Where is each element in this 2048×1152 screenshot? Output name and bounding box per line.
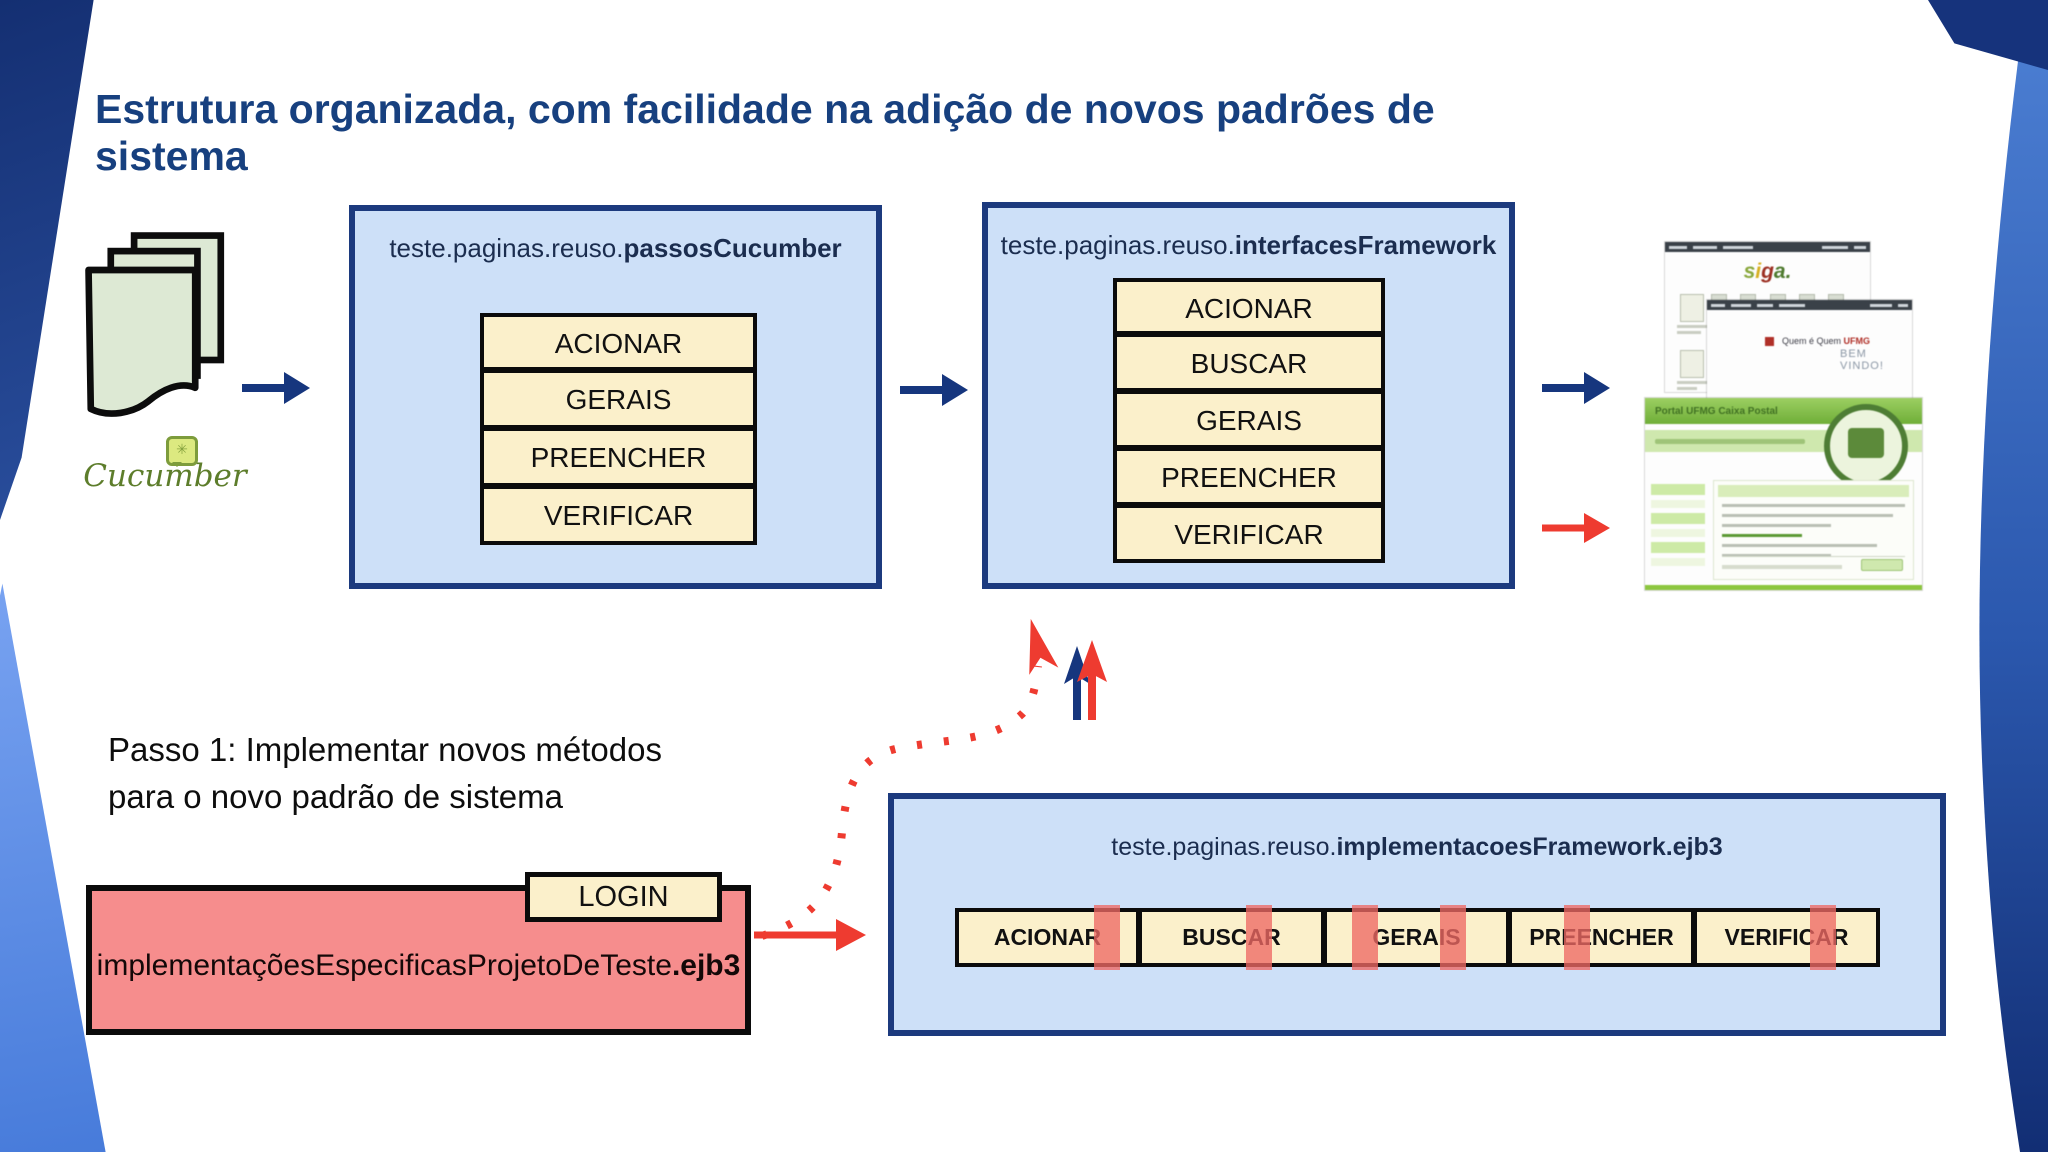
method-group-acionar: ACIONAR bbox=[1113, 278, 1385, 335]
arrow-cucumber-to-passos bbox=[242, 372, 310, 404]
ejb-label-bold: .ejb3 bbox=[671, 949, 741, 982]
package-box-passos-cucumber: teste.paginas.reuso.passosCucumber ACION… bbox=[349, 205, 882, 589]
portal-form-row bbox=[1722, 556, 1905, 571]
arrow-dotted-especificas-to-interfaces bbox=[760, 618, 1059, 940]
login-tab: LOGIN bbox=[525, 872, 722, 922]
method-group-preencher: PREENCHER bbox=[1113, 449, 1385, 506]
method-group-gerais: GERAIS bbox=[1113, 392, 1385, 449]
quem-e-quem-heading: Quem é Quem UFMG bbox=[1707, 310, 1912, 346]
sidebar-icons bbox=[1675, 294, 1709, 392]
new-method-stripe bbox=[1809, 905, 1836, 970]
method-group-buscar: BUSCAR bbox=[1113, 335, 1385, 392]
cucumber-logo-label: Cucumber bbox=[83, 458, 247, 494]
impl-cell-acionar: ACIONAR bbox=[955, 905, 1140, 970]
package-title-bold: passosCucumber bbox=[623, 233, 842, 263]
flag-icon bbox=[1765, 336, 1774, 346]
package-title-bold: interfacesFramework bbox=[1234, 230, 1497, 260]
method-group-stack: ACIONAR BUSCAR GERAIS PREENCHER VERIFICA… bbox=[1113, 278, 1385, 563]
portal-sidebar bbox=[1651, 484, 1705, 571]
new-method-stripe bbox=[1439, 905, 1466, 970]
package-box-implementacoes-framework: teste.paginas.reuso.implementacoesFramew… bbox=[888, 793, 1946, 1036]
method-group-verificar: VERIFICAR bbox=[480, 487, 757, 545]
cucumber-feature-files: ✳ Cucumber bbox=[78, 230, 247, 530]
portal-emblem-logo bbox=[1824, 404, 1908, 488]
arrows-impl-to-interfaces bbox=[1064, 640, 1107, 720]
passo-note-line2: para o novo padrão de sistema bbox=[108, 778, 563, 815]
method-group-acionar: ACIONAR bbox=[480, 313, 757, 371]
method-group-stack: ACIONAR GERAIS PREENCHER VERIFICAR bbox=[480, 313, 757, 545]
package-title: teste.paginas.reuso.interfacesFramework bbox=[988, 230, 1509, 261]
passo-note: Passo 1: Implementar novos métodos para … bbox=[108, 726, 748, 820]
cucumber-logo-icon: ✳ bbox=[166, 436, 198, 467]
new-method-stripe bbox=[1563, 905, 1590, 970]
new-method-stripe bbox=[1245, 905, 1272, 970]
screenshot-quem-e-quem: Quem é Quem UFMG BEM VINDO! bbox=[1707, 300, 1912, 410]
package-title-bold: implementacoesFramework.ejb3 bbox=[1336, 833, 1723, 861]
screenshot-navbar bbox=[1665, 242, 1870, 252]
portal-footer-strip bbox=[1645, 585, 1922, 590]
package-title-prefix: teste.paginas.reuso. bbox=[389, 233, 624, 263]
new-method-stripe bbox=[1352, 905, 1379, 970]
ejb-label-regular: implementaçõesEspecificasProjetoDeTeste bbox=[96, 949, 672, 982]
ejb-box-label: implementaçõesEspecificasProjetoDeTeste.… bbox=[92, 949, 745, 983]
arrow-especificas-to-impl bbox=[754, 919, 866, 951]
method-group-preencher: PREENCHER bbox=[480, 429, 757, 487]
portal-content-panel bbox=[1713, 480, 1914, 580]
impl-cell-verificar: VERIFICAR bbox=[1695, 905, 1880, 970]
package-title-prefix: teste.paginas.reuso. bbox=[1111, 833, 1337, 861]
bem-vindo-text: BEM VINDO! bbox=[1840, 348, 1884, 372]
package-title: teste.paginas.reuso.implementacoesFramew… bbox=[894, 833, 1940, 862]
impl-cell-gerais: GERAIS bbox=[1325, 905, 1510, 970]
new-method-stripe bbox=[1093, 905, 1120, 970]
background-topright-wedge bbox=[1928, 0, 2048, 70]
arrow-red-to-green-screen bbox=[1542, 513, 1610, 543]
portal-button bbox=[1861, 559, 1903, 571]
arrow-interfaces-to-screens bbox=[1542, 372, 1610, 404]
background-bottomleft-wedge bbox=[0, 583, 106, 1152]
siga-logo: siga. bbox=[1743, 260, 1792, 283]
page-title: Estrutura organizada, com facilidade na … bbox=[95, 86, 1435, 179]
screenshot-navbar bbox=[1707, 300, 1912, 310]
passo-note-line1: Passo 1: Implementar novos métodos bbox=[108, 731, 662, 768]
impl-cell-preencher: PREENCHER bbox=[1510, 905, 1695, 970]
package-title: teste.paginas.reuso.passosCucumber bbox=[355, 233, 876, 264]
package-box-interfaces-framework: teste.paginas.reuso.interfacesFramework … bbox=[982, 202, 1515, 589]
implementation-row: ACIONAR BUSCAR GERAIS PREENCHER VERIFICA… bbox=[955, 905, 1880, 970]
impl-cell-buscar: BUSCAR bbox=[1140, 905, 1325, 970]
method-group-verificar: VERIFICAR bbox=[1113, 506, 1385, 563]
screenshot-portal-green: Portal UFMG Caixa Postal bbox=[1645, 398, 1922, 590]
arrow-passos-to-interfaces bbox=[900, 374, 968, 406]
method-group-gerais: GERAIS bbox=[480, 371, 757, 429]
package-title-prefix: teste.paginas.reuso. bbox=[1000, 230, 1235, 260]
system-screenshots-stack: siga. Quem é Quem UFMG BEM VINDO! Portal… bbox=[1640, 238, 1930, 594]
stacked-pages-icon bbox=[85, 232, 225, 417]
